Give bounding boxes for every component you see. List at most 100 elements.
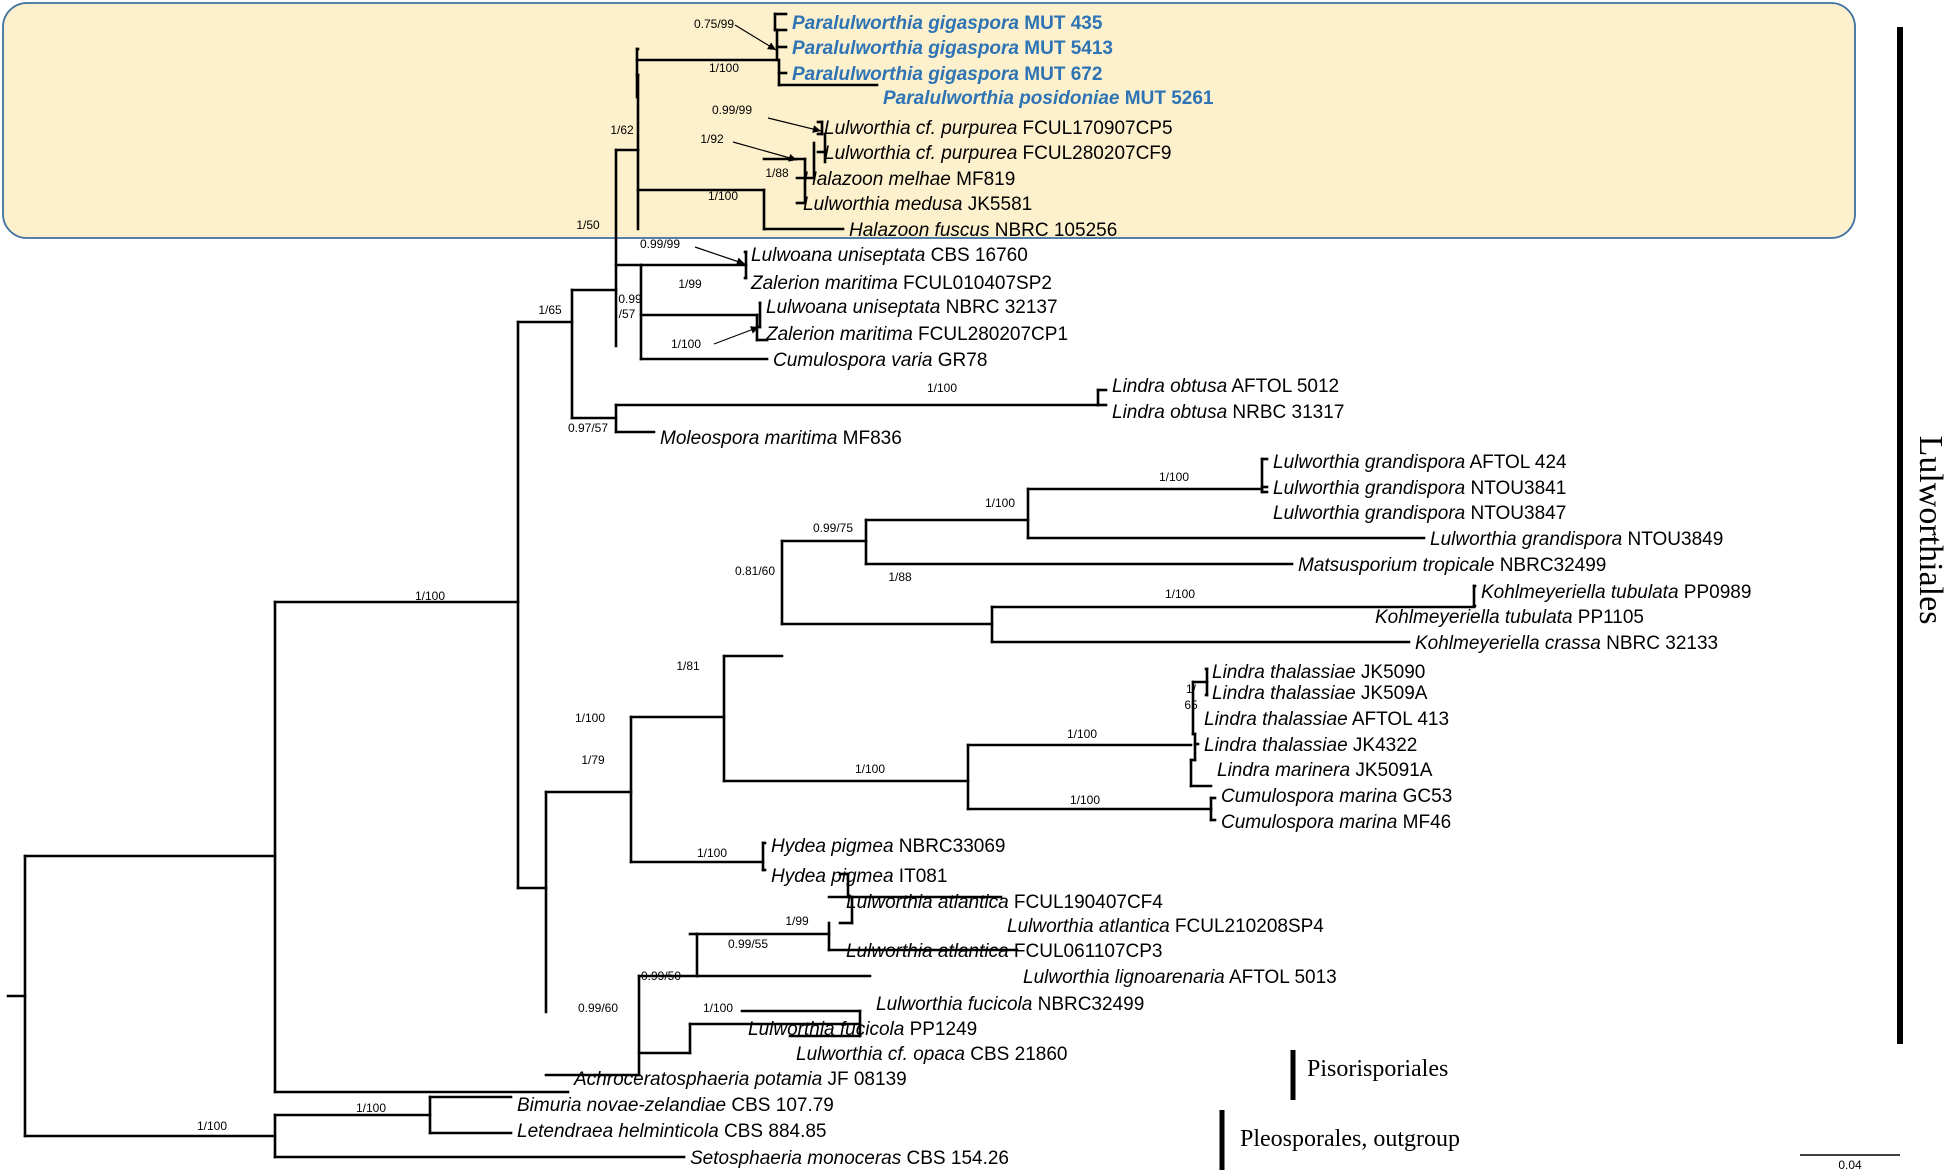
taxon-label: Lulwoana uniseptata NBRC 32137 xyxy=(766,297,1058,318)
support-arrow xyxy=(694,246,746,265)
taxon-strain-code: IT081 xyxy=(894,866,948,887)
support-value: 1/100 xyxy=(1070,793,1100,807)
support-value: 1/50 xyxy=(576,218,600,232)
taxon-strain-code: JK5581 xyxy=(962,194,1032,215)
scale-bar-label: 0.04 xyxy=(1838,1158,1862,1172)
arrow-head xyxy=(767,42,776,50)
taxon-species: Lulworthia cf. purpurea xyxy=(824,143,1017,164)
taxon-label: Paralulworthia posidoniae MUT 5261 xyxy=(883,88,1214,109)
taxon-label: Lulworthia fucicola PP1249 xyxy=(748,1019,977,1040)
taxon-label: Halazoon fuscus NBRC 105256 xyxy=(849,220,1117,241)
taxon-strain-code: NBRC33069 xyxy=(894,836,1006,857)
taxon-label: Bimuria novae-zelandiae CBS 107.79 xyxy=(517,1095,834,1116)
taxon-label: Lindra thalassiae AFTOL 413 xyxy=(1204,709,1449,730)
support-value: 1/100 xyxy=(703,1001,733,1015)
taxon-label: Lulworthia grandispora NTOU3841 xyxy=(1273,478,1566,499)
taxon-strain-code: PP1249 xyxy=(904,1019,977,1040)
taxon-strain-code: AFTOL 413 xyxy=(1348,709,1449,730)
support-value: 0.99/99 xyxy=(640,237,680,251)
taxon-species: Cumulospora varia xyxy=(773,350,932,371)
taxon-species: Lulworthia atlantica xyxy=(846,941,1009,962)
taxon-label: Hydea pigmea IT081 xyxy=(771,866,947,887)
taxon-label: Zalerion maritima FCUL010407SP2 xyxy=(750,273,1052,294)
support-value: 1/100 xyxy=(575,711,605,725)
taxon-strain-code: CBS 107.79 xyxy=(726,1095,834,1116)
taxon-species: Paralulworthia posidoniae xyxy=(883,88,1120,109)
taxon-species: Lulworthia medusa xyxy=(803,194,962,215)
taxon-label: Lindra thalassiae JK4322 xyxy=(1204,735,1417,756)
taxon-strain-code: PP0989 xyxy=(1679,582,1752,603)
support-value: 1/92 xyxy=(700,132,724,146)
taxon-label: Lulworthia atlantica FCUL061107CP3 xyxy=(846,941,1163,962)
taxon-label: Halazoon melhae MF819 xyxy=(803,169,1015,190)
taxon-strain-code: FCUL170907CP5 xyxy=(1017,118,1172,139)
support-value: 1/100 xyxy=(709,61,739,75)
taxon-label: Lulworthia medusa JK5581 xyxy=(803,194,1032,215)
taxon-species: Lindra obtusa xyxy=(1112,402,1227,423)
support-value: 1/99 xyxy=(785,914,809,928)
taxon-species: Lulworthia grandispora xyxy=(1430,529,1622,550)
taxon-species: Cumulospora marina xyxy=(1221,812,1397,833)
support-value: 1/65 xyxy=(538,303,562,317)
taxon-strain-code: PP1105 xyxy=(1573,607,1644,628)
taxon-strain-code: JK4322 xyxy=(1348,735,1418,756)
support-value: 1/100 xyxy=(1159,470,1189,484)
taxon-label: Lindra obtusa NRBC 31317 xyxy=(1112,402,1344,423)
arrow-head xyxy=(812,125,821,133)
taxon-species: Lulworthia fucicola xyxy=(748,1019,904,1040)
taxon-strain-code: MUT 5261 xyxy=(1120,88,1214,109)
support-value: 0.99/50 xyxy=(641,969,681,983)
taxon-species: Lulwoana uniseptata xyxy=(751,245,925,266)
taxon-strain-code: FCUL280207CF9 xyxy=(1017,143,1171,164)
lulworthiales-label: Lulworthiales xyxy=(1912,436,1949,625)
taxon-label: Lulworthia lignoarenaria AFTOL 5013 xyxy=(1023,967,1337,988)
taxon-species: Lulwoana uniseptata xyxy=(766,297,940,318)
taxon-strain-code: NBRC 105256 xyxy=(989,220,1117,241)
taxon-label: Cumulospora marina GC53 xyxy=(1221,786,1452,807)
support-value: 0.99/60 xyxy=(578,1001,618,1015)
taxon-strain-code: JK509A xyxy=(1356,683,1428,704)
support-value: 0.99 xyxy=(618,292,642,306)
arrow-head xyxy=(750,326,759,334)
support-value: 1/88 xyxy=(765,166,789,180)
support-value: 0.75/99 xyxy=(694,17,734,31)
taxon-label: Lindra thalassiae JK5090 xyxy=(1212,662,1425,683)
taxon-label: Zalerion maritima FCUL280207CP1 xyxy=(765,324,1068,345)
support-value: 1/100 xyxy=(356,1101,386,1115)
arrow-head xyxy=(736,257,745,266)
support-value: 1/100 xyxy=(927,381,957,395)
taxon-species: Moleospora maritima xyxy=(660,428,837,449)
taxon-species: Lulworthia lignoarenaria xyxy=(1023,967,1225,988)
taxon-species: Cumulospora marina xyxy=(1221,786,1397,807)
taxon-strain-code: CBS 21860 xyxy=(965,1044,1067,1065)
taxon-species: Lindra thalassiae xyxy=(1212,683,1356,704)
taxon-label: Lulworthia atlantica FCUL190407CF4 xyxy=(846,892,1163,913)
taxon-species: Zalerion maritima xyxy=(750,273,898,294)
support-value: 0.97/57 xyxy=(568,421,608,435)
support-value: 1/ xyxy=(1186,682,1197,696)
support-arrow xyxy=(767,117,822,132)
taxon-strain-code: NBRC32499 xyxy=(1032,994,1144,1015)
taxon-label: Cumulospora marina MF46 xyxy=(1221,812,1451,833)
taxon-strain-code: MF46 xyxy=(1397,812,1451,833)
support-value: 1/100 xyxy=(697,846,727,860)
taxon-label: Matsusporium tropicale NBRC32499 xyxy=(1298,555,1606,576)
taxon-strain-code: MUT 435 xyxy=(1019,13,1103,34)
taxon-species: Lulworthia fucicola xyxy=(876,994,1032,1015)
taxon-species: Hydea pigmea xyxy=(771,866,894,887)
taxon-label: Letendraea helminticola CBS 884.85 xyxy=(517,1121,827,1142)
taxon-label: Lindra marinera JK5091A xyxy=(1217,760,1433,781)
taxon-species: Lulworthia grandispora xyxy=(1273,503,1465,524)
taxon-strain-code: NTOU3847 xyxy=(1465,503,1566,524)
support-value: 1/100 xyxy=(197,1119,227,1133)
taxon-species: Hydea pigmea xyxy=(771,836,894,857)
taxon-strain-code: GC53 xyxy=(1397,786,1452,807)
taxon-species: Kohlmeyeriella crassa xyxy=(1415,633,1601,654)
taxon-strain-code: MF819 xyxy=(951,169,1015,190)
support-value: 1/100 xyxy=(415,589,445,603)
taxon-label: Lindra obtusa AFTOL 5012 xyxy=(1112,376,1339,397)
taxon-species: Lindra obtusa xyxy=(1112,376,1227,397)
taxon-species: Achroceratosphaeria potamia xyxy=(573,1069,822,1090)
support-value: 0.99/55 xyxy=(728,937,768,951)
taxon-species: Zalerion maritima xyxy=(765,324,913,345)
